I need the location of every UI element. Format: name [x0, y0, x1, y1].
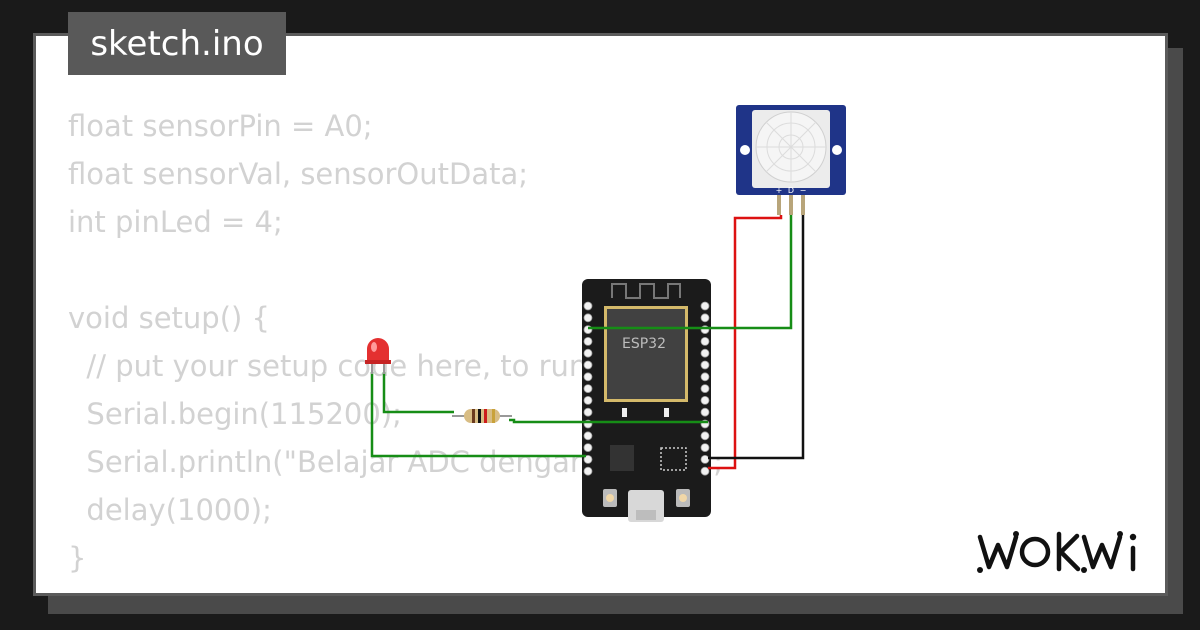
header-pin[interactable]	[700, 384, 710, 394]
usb-port	[636, 510, 656, 520]
pir-mount-hole-right	[832, 145, 842, 155]
pir-pin-label-vcc: +	[776, 186, 783, 195]
pir-pin-gnd[interactable]	[801, 195, 805, 215]
pir-pin-label-gnd: −	[800, 186, 807, 195]
pir-pin-data[interactable]	[789, 195, 793, 215]
header-pin[interactable]	[700, 395, 710, 405]
header-pin[interactable]	[700, 454, 710, 464]
module-pad	[664, 408, 669, 417]
usb-uart-chip	[660, 447, 687, 471]
led-highlight	[371, 342, 377, 352]
code-line: float sensorPin = A0;	[68, 109, 373, 143]
header-pin[interactable]	[583, 336, 593, 346]
header-pin[interactable]	[700, 301, 710, 311]
header-pin[interactable]	[700, 360, 710, 370]
resistor-band	[472, 409, 475, 423]
header-pin[interactable]	[700, 348, 710, 358]
wire-gnd[interactable]	[708, 215, 805, 460]
header-pin[interactable]	[583, 372, 593, 382]
header-pin[interactable]	[700, 443, 710, 453]
code-line: void setup() {	[68, 301, 270, 335]
code-line: delay(1000);	[68, 493, 272, 527]
code-line: }	[68, 541, 87, 575]
header-pin[interactable]	[583, 395, 593, 405]
led-rim	[365, 360, 391, 364]
header-pin[interactable]	[583, 313, 593, 323]
code-line: float sensorVal, sensorOutData;	[68, 157, 529, 191]
wire-pir-data[interactable]	[588, 215, 793, 330]
pir-pin-label-data: D	[788, 186, 794, 195]
header-pin[interactable]	[583, 348, 593, 358]
wire-led-cathode[interactable]	[382, 372, 454, 414]
wokwi-logo	[977, 531, 1137, 573]
resistor-band	[492, 409, 495, 423]
pir-mount-hole-left	[740, 145, 750, 155]
wire-led-resistor[interactable]	[509, 418, 708, 424]
header-pin[interactable]	[583, 454, 593, 464]
file-tab[interactable]: sketch.ino	[68, 12, 286, 75]
led-body	[367, 338, 389, 362]
reset-button-cap	[679, 494, 687, 502]
antenna-trace	[611, 283, 681, 299]
resistor[interactable]	[452, 409, 512, 423]
header-pin[interactable]	[583, 431, 593, 441]
wire-led-anode[interactable]	[370, 372, 586, 458]
header-pin[interactable]	[700, 313, 710, 323]
module-pad	[622, 408, 627, 417]
pir-sensor[interactable]: + D −	[736, 105, 846, 215]
pir-dome-facets	[756, 112, 826, 182]
boot-button-cap	[606, 494, 614, 502]
voltage-regulator	[610, 445, 634, 471]
header-pin[interactable]	[583, 407, 593, 417]
header-pin[interactable]	[583, 443, 593, 453]
wire-vcc[interactable]	[708, 215, 783, 470]
header-pin[interactable]	[700, 407, 710, 417]
file-tab-label: sketch.ino	[90, 23, 264, 64]
header-pin[interactable]	[583, 301, 593, 311]
header-pin[interactable]	[700, 466, 710, 476]
code-line: int pinLed = 4;	[68, 205, 283, 239]
header-pin[interactable]	[583, 384, 593, 394]
header-pin[interactable]	[583, 466, 593, 476]
red-led[interactable]	[365, 338, 391, 374]
code-line: Serial.begin(115200);	[68, 397, 402, 431]
esp32-label: ESP32	[622, 336, 666, 352]
header-pin[interactable]	[700, 431, 710, 441]
header-pin[interactable]	[700, 336, 710, 346]
header-pin[interactable]	[583, 360, 593, 370]
code-editor: float sensorPin = A0; float sensorVal, s…	[68, 102, 723, 582]
resistor-band	[478, 409, 481, 423]
esp32-board[interactable]: ESP32	[582, 279, 711, 522]
resistor-band	[484, 409, 487, 423]
pir-pin-vcc[interactable]	[777, 195, 781, 215]
header-pin[interactable]	[700, 372, 710, 382]
esp32-module	[607, 309, 685, 399]
wires	[370, 215, 805, 470]
